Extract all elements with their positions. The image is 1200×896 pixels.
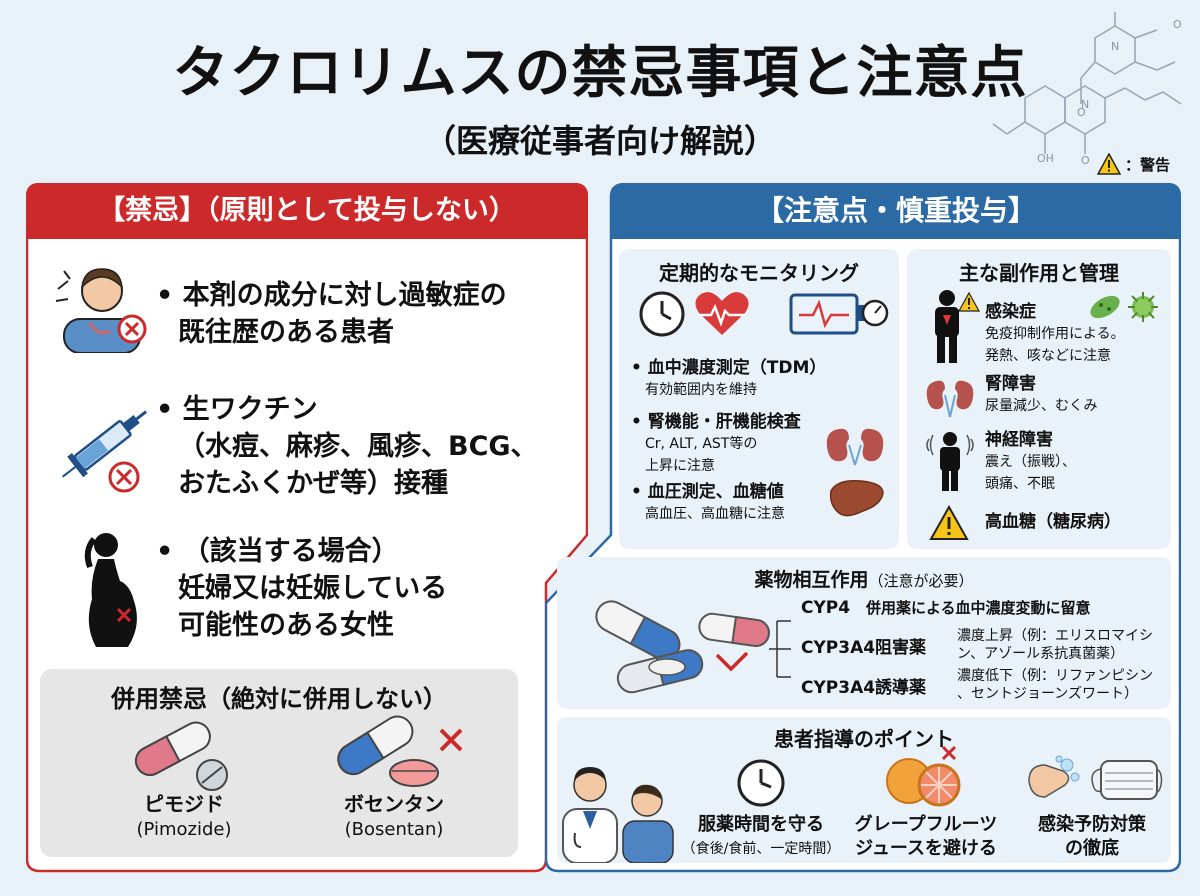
patient-guidance-title: 患者指導のポイント bbox=[774, 727, 954, 751]
side-effect-infection: 感染症 免疫抑制作用による。 発熱、咳などに注意 bbox=[985, 302, 1125, 364]
svg-text:O: O bbox=[1077, 106, 1086, 119]
monitoring-box: 定期的なモニタリング • 血中濃度測定（TDM） 有効範囲内を維持 • 腎機能・… bbox=[619, 249, 899, 549]
pregnant-woman-icon bbox=[84, 533, 137, 647]
warning-icon bbox=[1097, 153, 1121, 175]
contraindications-header: 【禁忌】（原則として投与しない） bbox=[26, 183, 588, 239]
svg-text:N: N bbox=[1111, 40, 1119, 53]
side-effects-title: 主な副作用と管理 bbox=[959, 261, 1119, 285]
guidance-infection-prevention: 感染予防対策 の徹底 bbox=[1038, 814, 1146, 859]
kidney-icon bbox=[826, 428, 884, 466]
drug-interactions-box: 薬物相互作用（注意が必要） CYP4 bbox=[557, 557, 1171, 709]
interaction-cyp3a4-inhibitor-desc: 濃度上昇（例：エリスロマイシ ン、アゾール系抗真菌薬） bbox=[957, 628, 1153, 662]
monitoring-renal-hepatic: • 腎機能・肝機能検査 Cr, ALT, AST等の 上昇に注意 bbox=[631, 412, 801, 474]
contraindications-panel: 【禁忌】（原則として投与しない） • 本剤の成分に対し過敏症の 既往歴のある患者… bbox=[26, 183, 588, 873]
interaction-cyp3a4-inducer-desc: 濃度低下（例：リファンピシン 、セントジョーンズワート） bbox=[957, 668, 1153, 702]
blood-pressure-monitor-icon bbox=[789, 293, 889, 335]
infection-person-icon bbox=[935, 290, 981, 363]
warning-legend-label: ：警告 bbox=[1125, 155, 1171, 174]
liver-icon bbox=[829, 479, 884, 517]
kidney-icon bbox=[926, 380, 974, 418]
monitoring-blood-pressure-glucose: • 血圧測定、血糖値 高血圧、高血糖に注意 bbox=[631, 482, 785, 522]
syringe-icon bbox=[62, 410, 148, 493]
guidance-medication-timing: 服薬時間を守る （食後/食前、一定時間） bbox=[681, 814, 841, 857]
clock-icon bbox=[737, 759, 785, 807]
side-effect-hyperglycemia: 高血糖（糖尿病） bbox=[985, 512, 1121, 532]
prohibited-x-icon bbox=[439, 728, 463, 752]
cautions-panel: 【注意点・慎重投与】 定期的なモニタリング • 血中濃度測定（TDM） 有効範囲… bbox=[545, 183, 1181, 873]
heart-rate-icon bbox=[695, 292, 749, 335]
guidance-avoid-grapefruit: グレープフルーツ ジュースを避ける bbox=[854, 814, 998, 859]
combination-contraindications-box: 併用禁忌（絶対に併用しない） ピモジド (Pimozide) ボセンタン bbox=[40, 669, 518, 857]
drug-pimozide: ピモジド (Pimozide) bbox=[136, 792, 232, 840]
bacteria-virus-icon bbox=[1090, 292, 1158, 322]
side-effects-box: 主な副作用と管理 感染症 免疫抑制作用による。 発熱、咳などに注意 bbox=[907, 249, 1171, 549]
capsule-checkmark-icon bbox=[698, 612, 791, 678]
grapefruit-icon bbox=[886, 745, 961, 807]
interaction-cyp4: CYP4 併用薬による血中濃度変動に留意 bbox=[801, 598, 1091, 618]
capsules-icon bbox=[595, 600, 704, 694]
handwash-mask-icon bbox=[1028, 755, 1163, 800]
drug-interactions-title: 薬物相互作用（注意が必要） bbox=[754, 569, 974, 591]
cautions-header: 【注意点・慎重投与】 bbox=[611, 183, 1181, 239]
contraindication-hypersensitivity: • 本剤の成分に対し過敏症の 既往歴のある患者 bbox=[156, 280, 507, 348]
svg-text:OH: OH bbox=[1037, 152, 1054, 165]
warning-legend: ：警告 bbox=[1097, 153, 1170, 175]
side-effect-renal: 腎障害 尿量減少、むくみ bbox=[985, 374, 1098, 414]
contraindication-live-vaccine: • 生ワクチン （水痘、麻疹、風疹、BCG、 おたふくかぜ等）接種 bbox=[156, 394, 538, 499]
svg-text:O: O bbox=[1081, 154, 1090, 167]
clock-icon bbox=[639, 291, 685, 337]
svg-text:O: O bbox=[1173, 18, 1182, 31]
patient-guidance-box: 患者指導のポイント bbox=[557, 717, 1171, 863]
page-title: タクロリムスの禁忌事項と注意点 bbox=[172, 41, 1028, 106]
svg-text:N: N bbox=[1081, 98, 1089, 111]
combination-title: 併用禁忌（絶対に併用しない） bbox=[111, 685, 447, 713]
doctor-patient-icon bbox=[562, 767, 674, 863]
page-subtitle: （医療従事者向け解説） bbox=[423, 122, 776, 160]
interaction-cyp3a4-inducer: CYP3A4誘導薬 bbox=[801, 678, 927, 698]
monitoring-tdm: • 血中濃度測定（TDM） 有効範囲内を維持 bbox=[631, 358, 827, 398]
monitoring-title: 定期的なモニタリング bbox=[659, 261, 859, 285]
side-effect-neurologic: 神経障害 震え（振戦）、 頭痛、不眠 bbox=[985, 430, 1076, 492]
pimozide-capsule-icon bbox=[134, 721, 228, 791]
neuro-tremor-person-icon bbox=[926, 432, 974, 491]
drug-bosentan: ボセンタン (Bosentan) bbox=[344, 792, 444, 840]
warning-icon bbox=[929, 505, 969, 540]
contraindication-pregnancy: • （該当する場合） 妊婦又は妊娠している 可能性のある女性 bbox=[156, 536, 448, 641]
interaction-cyp3a4-inhibitor: CYP3A4阻害薬 bbox=[801, 638, 927, 658]
bosentan-capsule-icon bbox=[337, 715, 439, 787]
allergy-patient-icon bbox=[55, 268, 147, 353]
